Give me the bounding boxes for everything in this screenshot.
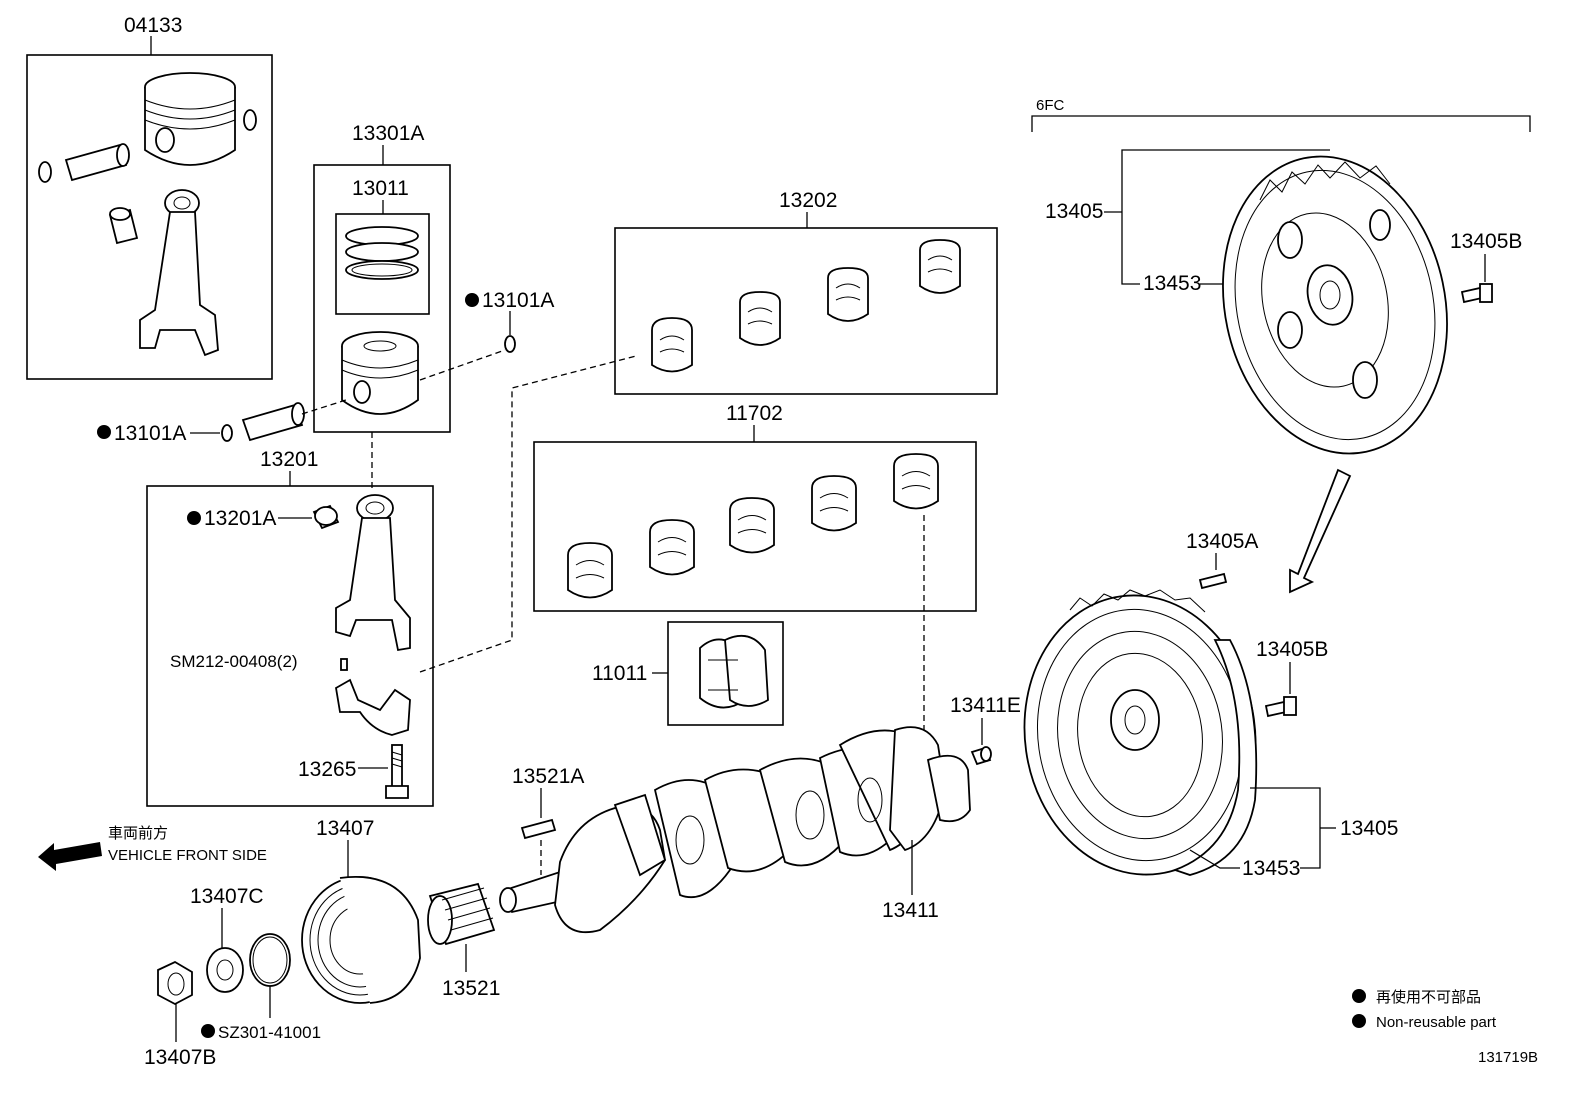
- non-reusable-dot: [187, 511, 201, 525]
- crankshaft-group: 13521A 13411: [499, 726, 971, 934]
- kit-04133-group: 04133: [26, 14, 273, 380]
- label-13453-bot[interactable]: 13453: [1242, 857, 1300, 880]
- label-13405-top[interactable]: 13405: [1045, 200, 1103, 223]
- label-13407[interactable]: 13407: [316, 817, 374, 840]
- snap-ring-icon: [504, 335, 516, 353]
- bushing-icon: [312, 504, 340, 530]
- non-reusable-dot: [1352, 989, 1366, 1003]
- label-13101A-left[interactable]: 13101A: [114, 422, 186, 445]
- flywheel-icon: [1023, 589, 1258, 876]
- non-reusable-dot: [465, 293, 479, 307]
- crank-sprocket-icon: [427, 882, 496, 946]
- legend: 再使用不可部品 Non-reusable part: [1352, 989, 1497, 1031]
- non-reusable-dot: [1352, 1014, 1366, 1028]
- washer-icon: [206, 947, 244, 993]
- thrust-washer-icon: [699, 634, 769, 709]
- bearing-shell-icon: [919, 239, 961, 294]
- flywheel-6fc-group: 6FC 13405 13453 13405B: [1031, 97, 1531, 455]
- bearing-shell-icon: [739, 291, 781, 346]
- legend-jp: 再使用不可部品: [1376, 989, 1481, 1006]
- pilot-bearing-icon: [970, 746, 992, 766]
- label-13201A[interactable]: 13201A: [204, 507, 276, 530]
- bearing-shell-icon: [651, 317, 693, 373]
- label-13407C[interactable]: 13407C: [190, 885, 264, 908]
- box-13201: [146, 485, 434, 807]
- key-icon: [520, 818, 557, 840]
- pin-icon: [1198, 572, 1228, 590]
- box-13301A: [313, 164, 451, 433]
- connecting-rod-icon: [335, 494, 411, 652]
- bearing-shell-icon: [567, 542, 613, 599]
- main-bearing-group: 11702: [533, 402, 977, 612]
- piston-sub-assy-group: 13301A 13011: [313, 122, 451, 433]
- o-ring-icon: [249, 933, 291, 987]
- piston-pin-icon: [241, 402, 305, 442]
- bearing-shell-icon: [649, 519, 695, 576]
- label-13405B-bot[interactable]: 13405B: [1256, 638, 1328, 661]
- non-reusable-dot: [97, 425, 111, 439]
- snap-ring-icon: [221, 424, 233, 442]
- connecting-rod-group: 13201 13201A SM212-00408(2) 13265: [146, 448, 434, 807]
- label-04133[interactable]: 04133: [124, 14, 182, 37]
- label-13453-top[interactable]: 13453: [1143, 272, 1201, 295]
- label-13202[interactable]: 13202: [779, 189, 837, 212]
- label-SZ301-41001[interactable]: SZ301-41001: [218, 1023, 321, 1042]
- crank-pulley-icon: [301, 876, 421, 1004]
- box-11011: [667, 621, 784, 726]
- front-direction-group: 車両前方 VEHICLE FRONT SIDE: [38, 825, 267, 871]
- label-SM212-00408[interactable]: SM212-00408(2): [170, 652, 298, 671]
- arrow-left-icon: [38, 842, 102, 871]
- label-13265[interactable]: 13265: [298, 758, 356, 781]
- rod-bearing-group: 13202: [614, 189, 998, 395]
- piston-icon: [144, 72, 236, 166]
- label-13411[interactable]: 13411: [882, 899, 939, 922]
- label-13405B-top[interactable]: 13405B: [1450, 230, 1522, 253]
- nut-icon: [157, 960, 193, 1006]
- thrust-washer-group: 11011: [592, 621, 784, 726]
- bearing-shell-icon: [811, 475, 857, 532]
- label-11702[interactable]: 11702: [726, 402, 783, 425]
- front-note-en: VEHICLE FRONT SIDE: [108, 847, 267, 864]
- flexplate-icon: [1222, 155, 1448, 455]
- bolt-icon: [1264, 696, 1297, 718]
- bushing-icon: [108, 207, 139, 245]
- legend-en: Non-reusable part: [1376, 1014, 1497, 1031]
- label-13521[interactable]: 13521: [442, 977, 500, 1000]
- diagram-code: 131719B: [1478, 1049, 1538, 1066]
- box-13011: [335, 213, 430, 315]
- bolt-icon: [1460, 283, 1493, 304]
- label-13521A[interactable]: 13521A: [512, 765, 584, 788]
- arrow-icon: [1289, 468, 1352, 594]
- rod-cap-icon: [335, 678, 411, 736]
- label-13301A[interactable]: 13301A: [352, 122, 424, 145]
- bearing-shell-icon: [827, 267, 869, 322]
- non-reusable-dot: [201, 1024, 215, 1038]
- label-13011[interactable]: 13011: [352, 177, 409, 200]
- snap-ring-icon: [38, 161, 52, 183]
- label-13201[interactable]: 13201: [260, 448, 318, 471]
- label-13405-bot[interactable]: 13405: [1340, 817, 1398, 840]
- kit-04133-box: [26, 54, 273, 380]
- box-13202: [614, 227, 998, 395]
- connecting-rod-icon: [139, 189, 219, 357]
- piston-icon: [341, 331, 419, 415]
- piston-pin-icon: [64, 143, 130, 182]
- flywheel-group: 13405A 13405B 13405 13453: [1023, 530, 1398, 880]
- snap-ring-icon: [243, 109, 257, 131]
- crank-pulley-group: 13407 13521 13407C: [144, 817, 500, 1069]
- piston-ring-set-icon: [345, 226, 419, 280]
- pin-icon: [340, 658, 348, 671]
- bolt-icon: [385, 744, 409, 799]
- label-11011[interactable]: 11011: [592, 662, 647, 685]
- label-13405A[interactable]: 13405A: [1186, 530, 1258, 553]
- label-13411E[interactable]: 13411E: [950, 694, 1021, 717]
- label-13407B[interactable]: 13407B: [144, 1046, 216, 1069]
- front-note-jp: 車両前方: [108, 825, 168, 842]
- bearing-shell-icon: [729, 497, 775, 554]
- label-13101A-right[interactable]: 13101A: [482, 289, 554, 312]
- label-6FC[interactable]: 6FC: [1036, 97, 1065, 114]
- box-11702: [533, 441, 977, 612]
- bearing-shell-icon: [893, 453, 939, 510]
